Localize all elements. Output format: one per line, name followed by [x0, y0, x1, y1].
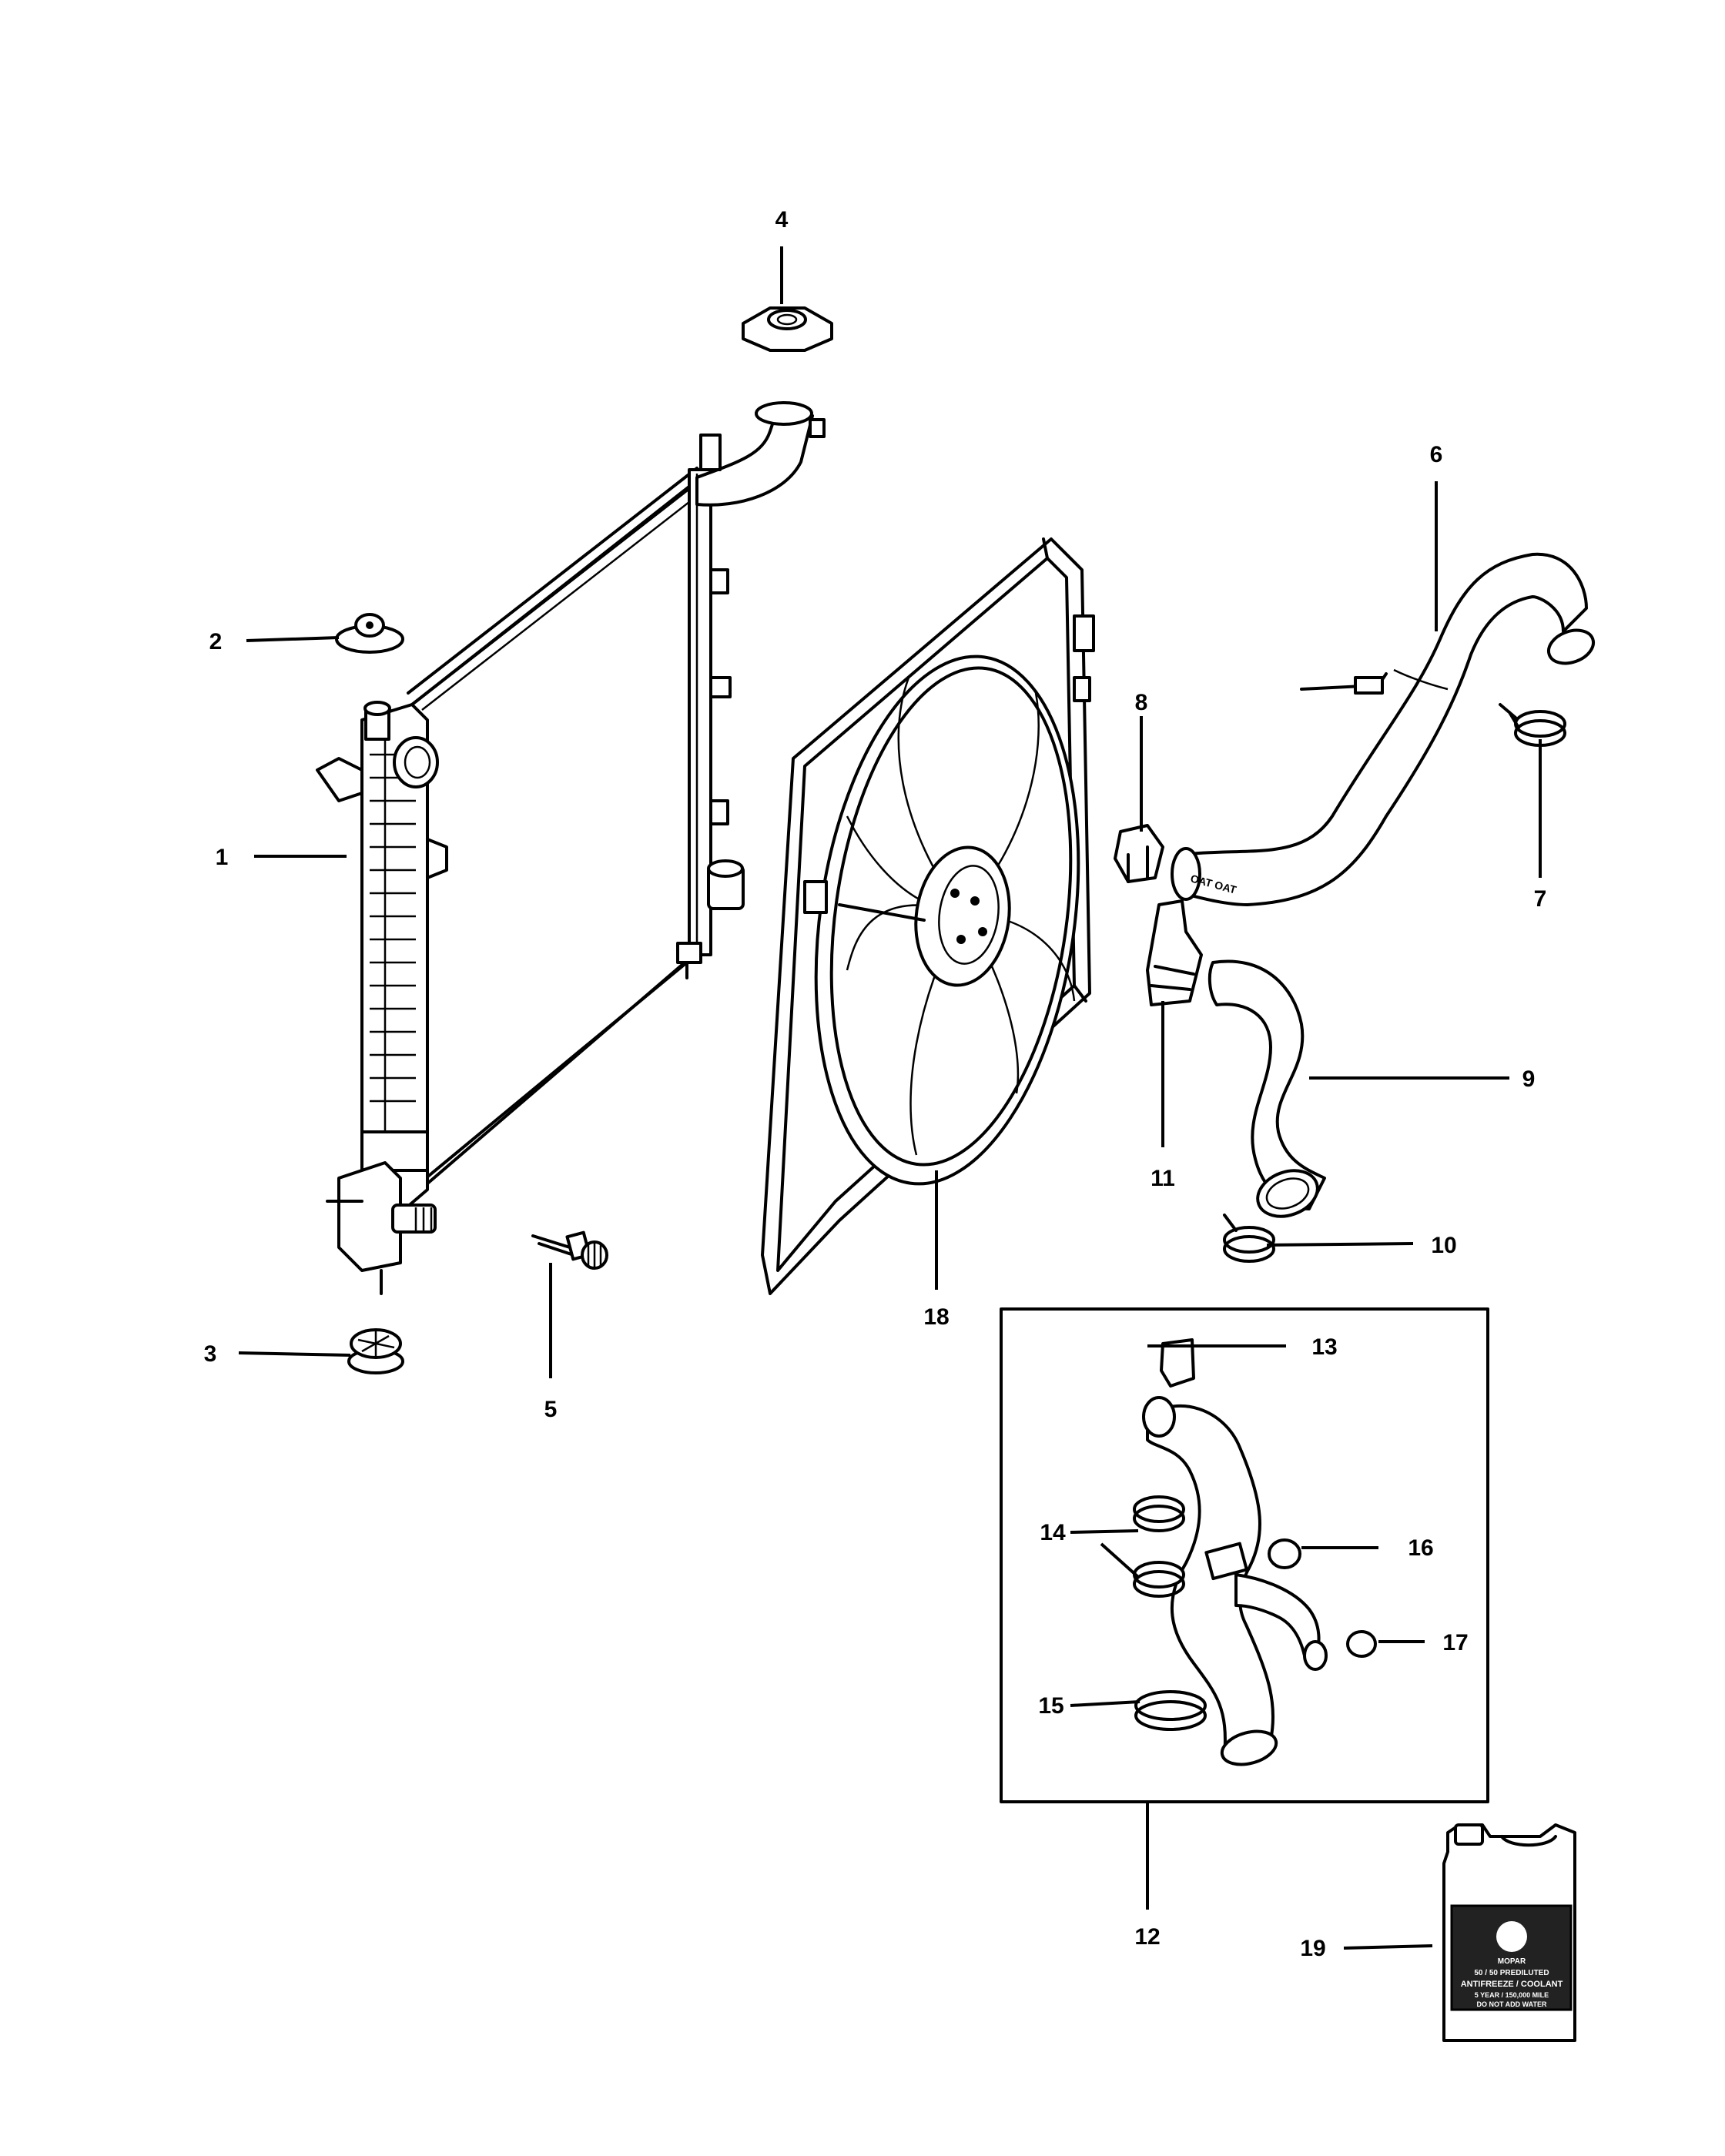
- callout-9: 9: [1522, 1066, 1536, 1092]
- clamp-7: [1499, 703, 1566, 747]
- callout-14: 14: [1040, 1520, 1066, 1545]
- draincock: [531, 1230, 608, 1270]
- jug-line1: 50 / 50 PREDILUTED: [1474, 1969, 1549, 1977]
- callout-7: 7: [1534, 886, 1547, 912]
- lower-isolator: [347, 1328, 404, 1374]
- callout-6: 6: [1430, 442, 1443, 467]
- clamp-10: [1223, 1214, 1275, 1263]
- radiator-cap: [742, 306, 833, 352]
- callout-12: 12: [1134, 1924, 1160, 1950]
- callout-1: 1: [216, 845, 229, 870]
- hose-kit-box: [1000, 1307, 1489, 1803]
- jug-line4: DO NOT ADD WATER: [1477, 2000, 1547, 2008]
- jug-line3: 5 YEAR / 150,000 MILE: [1475, 1991, 1549, 1999]
- callout-17: 17: [1442, 1630, 1468, 1656]
- coolant-jug: MOPAR 50 / 50 PREDILUTED ANTIFREEZE / CO…: [1442, 1823, 1576, 2042]
- clamp-8: [1114, 824, 1164, 883]
- clamp-11: [1146, 899, 1203, 1006]
- lower-hose: [1208, 959, 1326, 1218]
- callout-13: 13: [1311, 1334, 1337, 1360]
- callout-4: 4: [775, 207, 789, 233]
- upper-hose: OAT OAT: [1171, 552, 1596, 906]
- jug-line2: ANTIFREEZE / COOLANT: [1461, 1980, 1563, 1989]
- callout-2: 2: [209, 629, 223, 654]
- leader-lines: [238, 246, 1542, 1950]
- callout-16: 16: [1408, 1535, 1433, 1561]
- callout-15: 15: [1038, 1693, 1063, 1719]
- hose-kit: [1133, 1338, 1377, 1766]
- mopar-logo: [1496, 1921, 1527, 1952]
- callout-5: 5: [544, 1397, 558, 1422]
- upper-isolator: [335, 613, 404, 654]
- callout-10: 10: [1431, 1233, 1456, 1258]
- callout-18: 18: [923, 1304, 949, 1330]
- callout-8: 8: [1135, 690, 1148, 715]
- callout-labels: 1 2 3 4 5 6 7 8 9 10 11 12 13 14 15 16 1…: [204, 207, 1547, 1961]
- jug-brand: MOPAR: [1498, 1957, 1526, 1966]
- fan-shroud-assembly: [761, 537, 1095, 1295]
- radiator: [316, 401, 826, 1295]
- callout-11: 11: [1151, 1166, 1175, 1191]
- callout-3: 3: [204, 1341, 217, 1367]
- callout-19: 19: [1300, 1936, 1325, 1961]
